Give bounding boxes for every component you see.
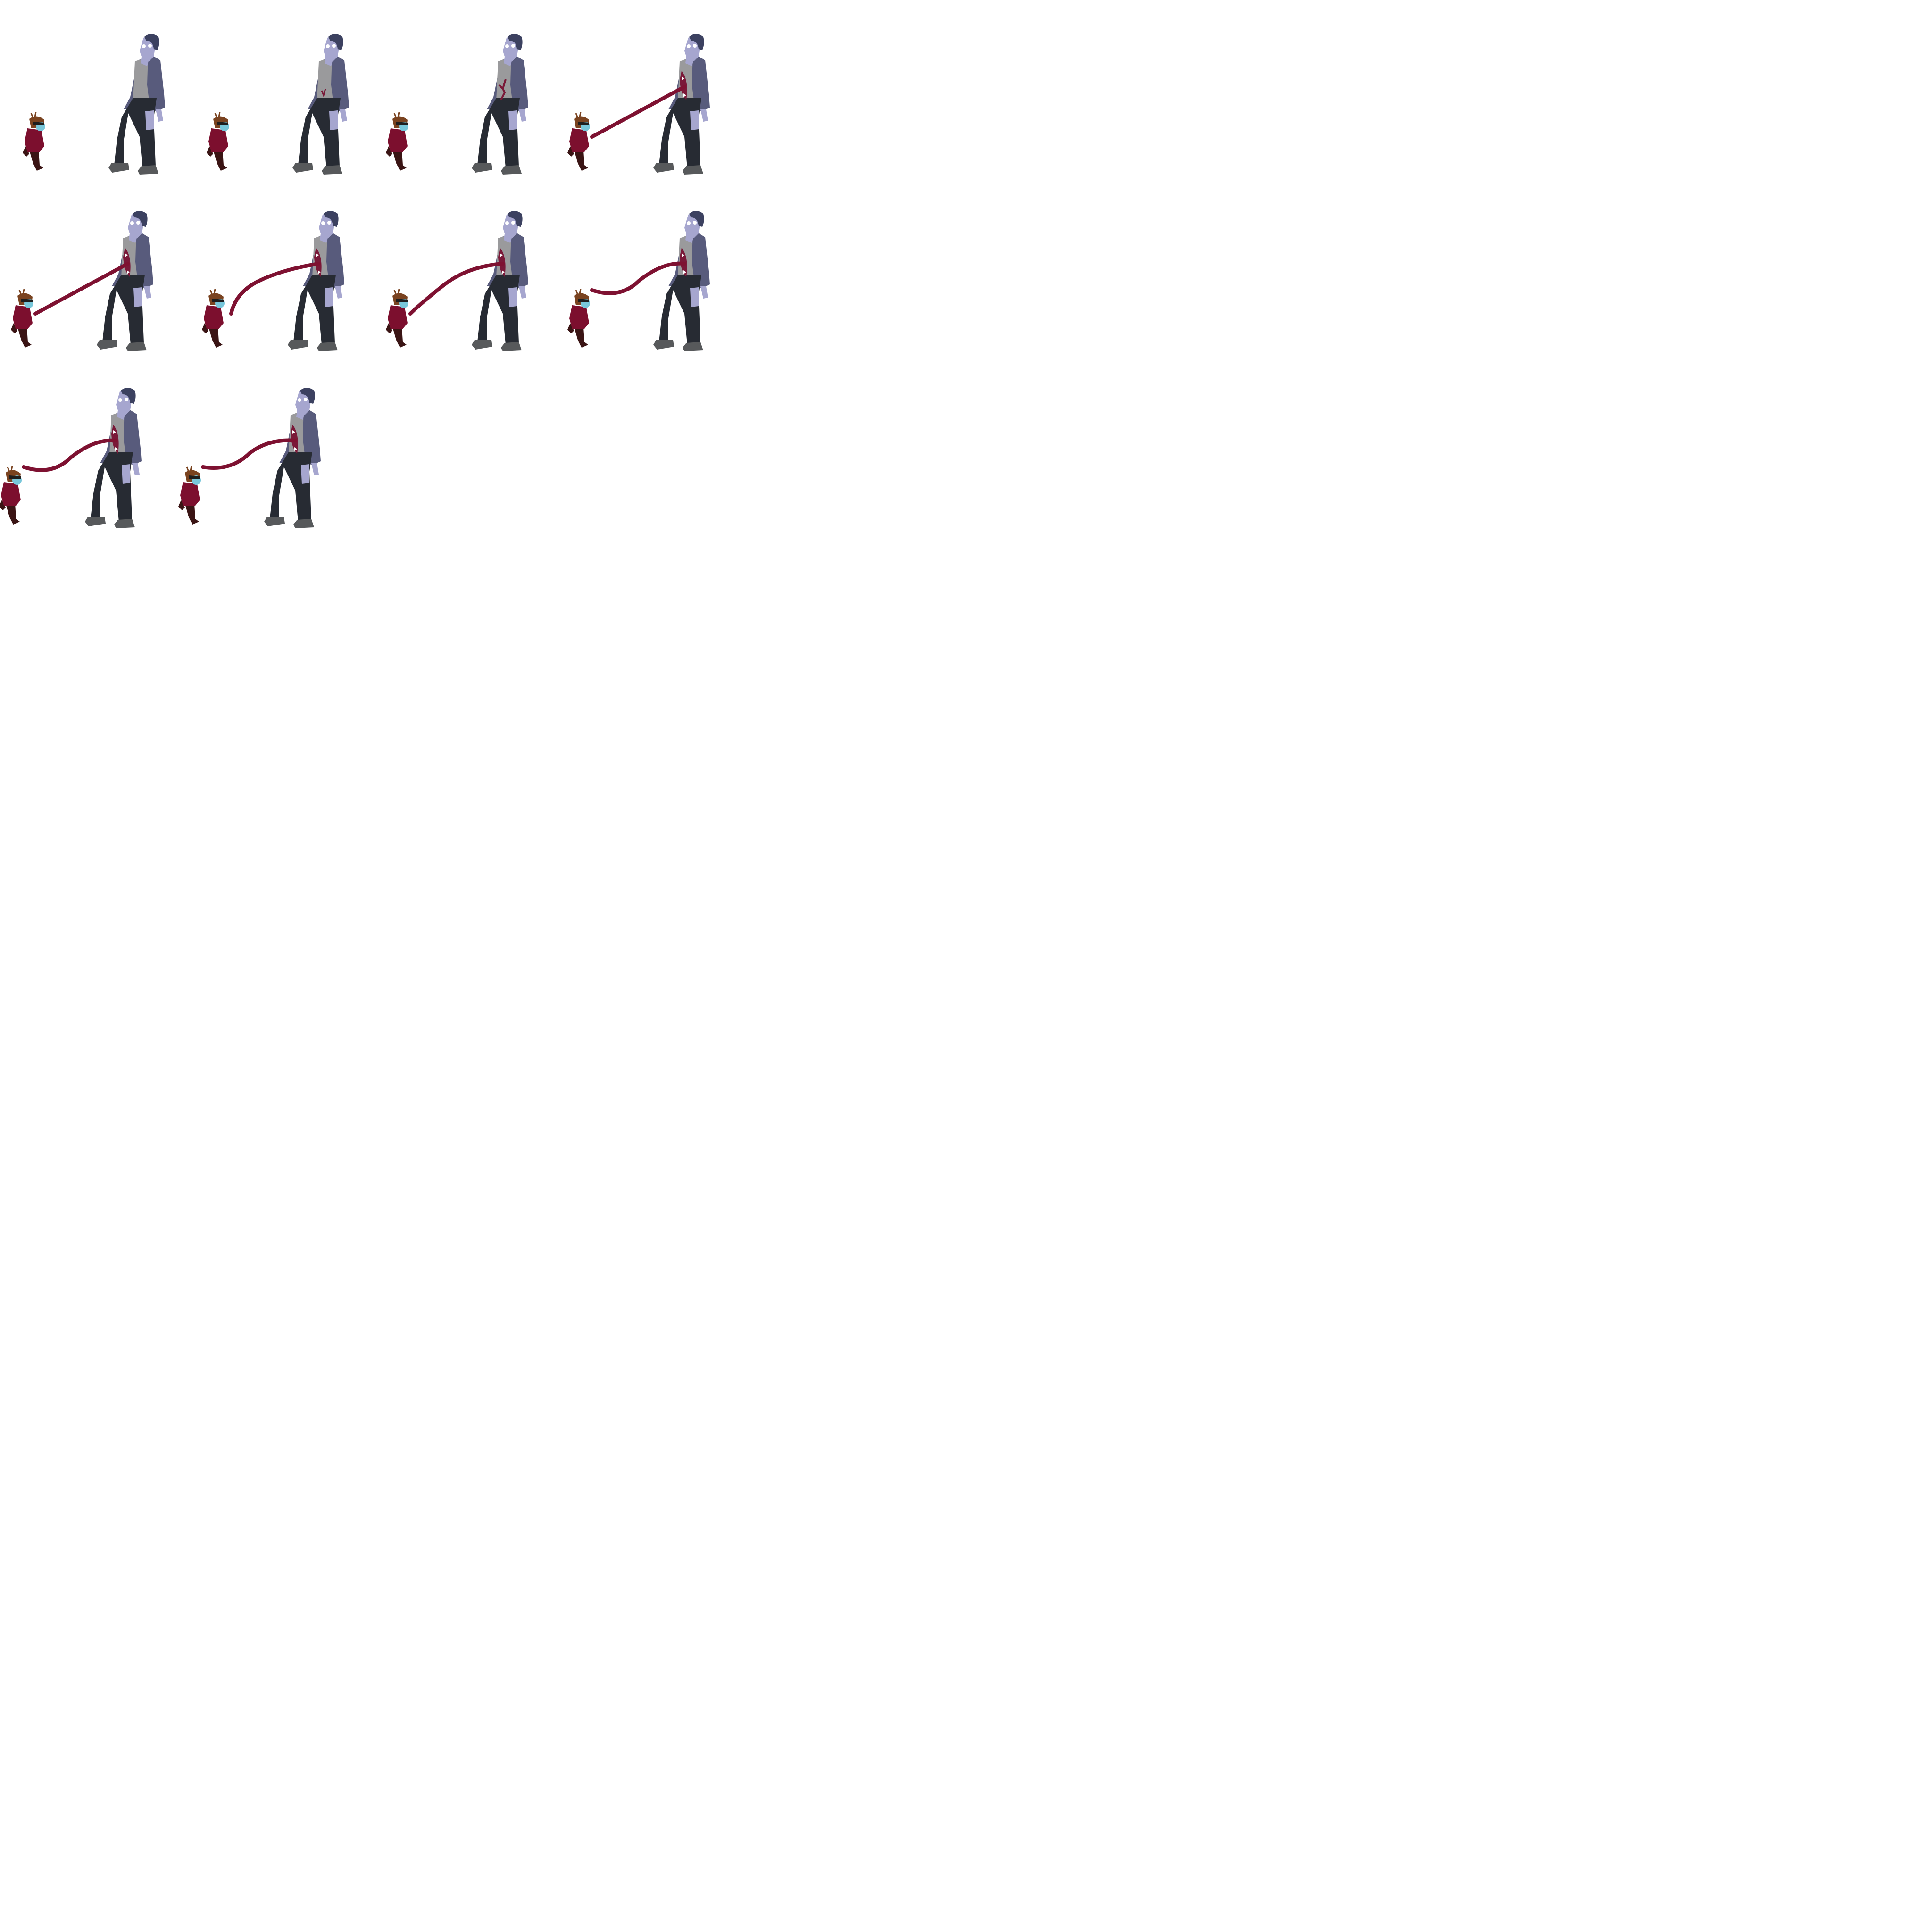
frame-1 [22,34,165,175]
frame-9 [0,388,142,528]
frame-10 [177,388,321,528]
frame-4 [566,34,710,175]
frame-3 [385,34,528,175]
frame-8 [566,211,710,351]
frame-2 [206,34,349,175]
frame-6 [201,211,344,351]
frame-5 [10,211,153,351]
frame-7 [385,211,528,351]
